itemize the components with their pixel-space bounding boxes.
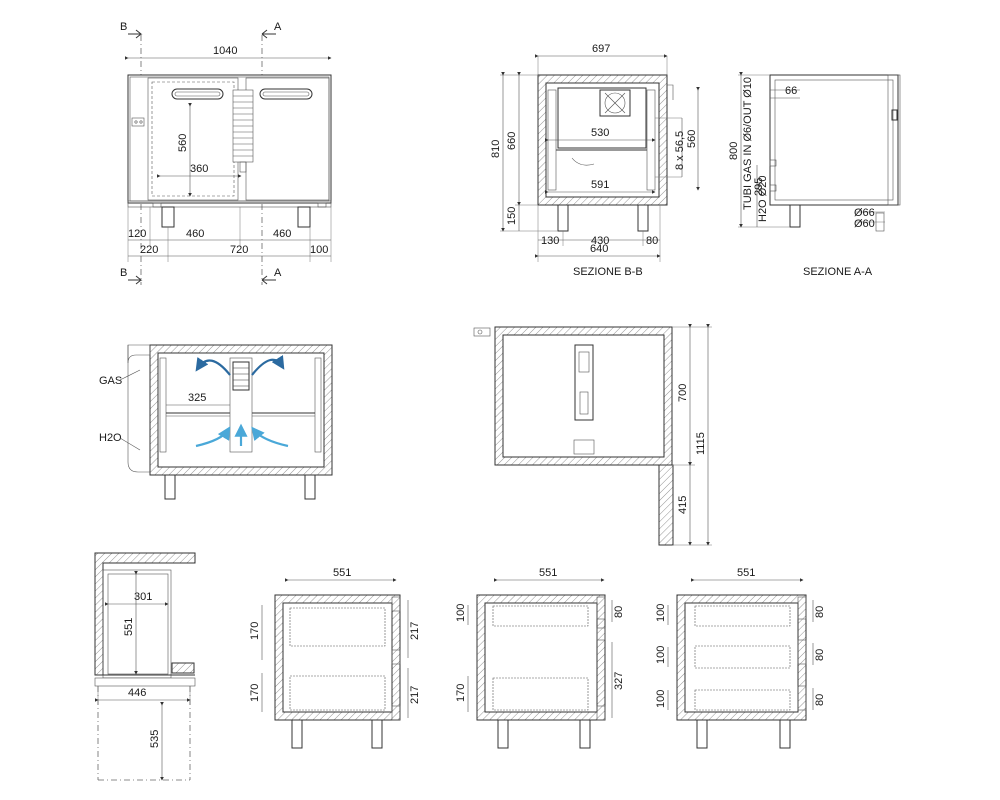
dim-d2-left-170: 170 xyxy=(455,684,467,702)
dim-side-415: 415 xyxy=(677,496,689,514)
dim-front-720: 720 xyxy=(230,244,248,256)
label-aa-gas-tubes: TUBI GAS IN Ø6/OUT Ø10 xyxy=(742,77,754,210)
section-marker-a-bottom: A xyxy=(274,267,282,279)
dim-bb-total-height: 810 xyxy=(490,140,502,158)
dim-front-inner-height: 560 xyxy=(177,134,189,152)
dim-bb-inner-height: 560 xyxy=(686,130,698,148)
dim-door-535: 535 xyxy=(149,730,161,748)
dim-d3-left-100b: 100 xyxy=(655,646,667,664)
front-view: B A B A 1040 xyxy=(120,21,332,285)
dim-bb-bottom-width: 640 xyxy=(590,243,608,255)
dim-side-700: 700 xyxy=(677,384,689,402)
dim-d2-width: 551 xyxy=(539,567,557,579)
dim-d3-right-80b: 80 xyxy=(814,649,826,661)
dim-bb-inner-bottom: 591 xyxy=(591,179,609,191)
drawer-view-1: 551 170 170 217 217 xyxy=(249,567,421,749)
caption-section-aa: SEZIONE A-A xyxy=(803,266,873,278)
dim-d1-right-217b: 217 xyxy=(409,686,421,704)
airflow-view: GAS H2O 325 xyxy=(99,344,333,500)
section-aa-view: 66 800 TUBI GAS IN Ø6/OUT Ø10 295 H2O Ø2… xyxy=(728,72,901,278)
dim-d3-left-100c: 100 xyxy=(655,690,667,708)
dim-d1-width: 551 xyxy=(333,567,351,579)
label-aa-h2o: H2O Ø20 xyxy=(757,176,769,222)
dim-front-120: 120 xyxy=(128,228,146,240)
dim-aa-total-height: 800 xyxy=(728,142,740,160)
drawer-view-2: 551 100 170 80 327 xyxy=(455,567,625,749)
dim-front-width: 1040 xyxy=(213,45,237,57)
dim-d1-left-170a: 170 xyxy=(249,622,261,640)
dim-door-301: 301 xyxy=(134,591,152,603)
dim-aa-295-visible: 295 xyxy=(753,178,765,196)
dim-d2-right-80: 80 xyxy=(613,606,625,618)
dim-d1-right-217a: 217 xyxy=(409,622,421,640)
dim-bb-pitch: 8 x 56,5 xyxy=(674,131,686,170)
dim-bb-body-height: 660 xyxy=(506,132,518,150)
dim-d1-left-170b: 170 xyxy=(249,684,261,702)
dim-shelf-325: 325 xyxy=(188,392,206,404)
dim-bb-top-width: 697 xyxy=(592,43,610,55)
section-marker-b-bottom: B xyxy=(120,267,127,279)
dim-d3-right-80a: 80 xyxy=(814,606,826,618)
dim-d2-left-100: 100 xyxy=(455,604,467,622)
dim-d3-right-80c: 80 xyxy=(814,694,826,706)
dim-front-460a: 460 xyxy=(186,228,204,240)
dim-aa-pipe60: Ø60 xyxy=(854,218,875,230)
caption-section-bb: SEZIONE B-B xyxy=(573,266,643,278)
dim-bb-leg-height: 150 xyxy=(506,207,518,225)
dim-bb-80: 80 xyxy=(646,235,658,247)
dim-front-460b: 460 xyxy=(273,228,291,240)
dim-door-446: 446 xyxy=(128,687,146,699)
dim-front-220: 220 xyxy=(140,244,158,256)
dim-bb-130: 130 xyxy=(541,235,559,247)
label-gas: GAS xyxy=(99,375,122,387)
label-h2o: H2O xyxy=(99,432,122,444)
dim-bb-430: 430 xyxy=(591,235,609,247)
dim-d3-left-100a: 100 xyxy=(655,604,667,622)
section-marker-b-top: B xyxy=(120,21,127,33)
dim-aa-top-offset: 66 xyxy=(785,85,797,97)
dim-d3-width: 551 xyxy=(737,567,755,579)
dim-front-100: 100 xyxy=(310,244,328,256)
dim-door-551: 551 xyxy=(123,618,135,636)
dim-aa-pipe66: Ø66 xyxy=(854,207,875,219)
section-bb-view: 697 530 591 8 x 56,5 560 xyxy=(490,43,700,278)
drawer-view-3: 551 100 100 100 80 80 80 xyxy=(655,567,826,749)
dim-d2-right-327: 327 xyxy=(613,672,625,690)
dim-front-inner-width: 360 xyxy=(190,163,208,175)
dim-bb-inner-width: 530 xyxy=(591,127,609,139)
side-view: 700 415 1115 xyxy=(473,324,712,546)
dim-side-1115: 1115 xyxy=(695,432,707,455)
section-marker-a-top: A xyxy=(274,21,282,33)
door-section-view: 301 551 446 535 xyxy=(94,552,196,781)
